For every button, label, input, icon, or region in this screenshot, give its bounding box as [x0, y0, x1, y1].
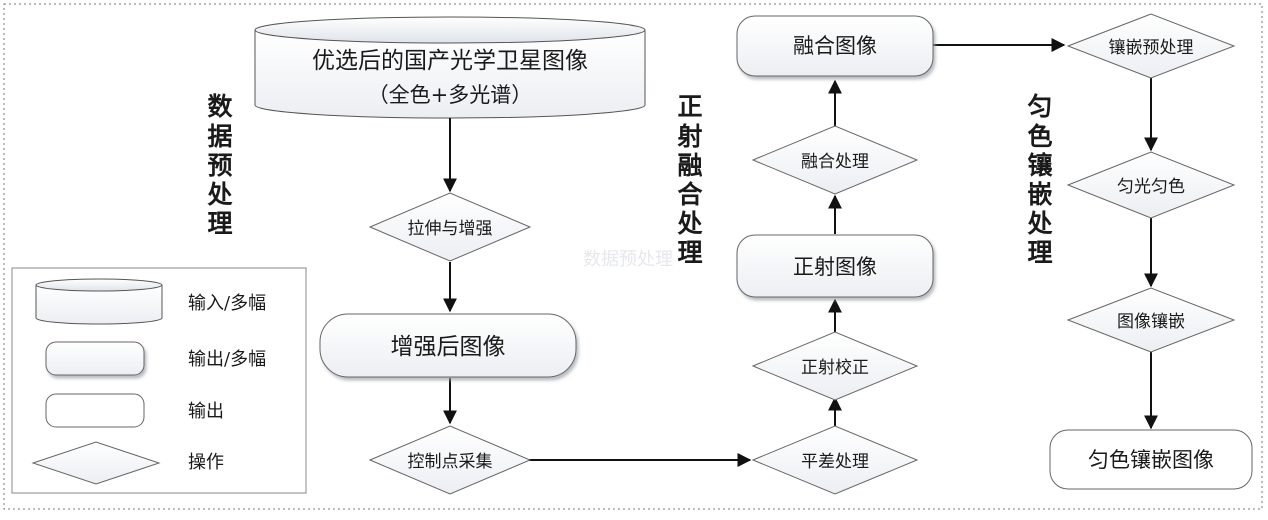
svg-text:数: 数 [207, 92, 233, 121]
source-line2: （全色+多光谱） [368, 83, 533, 107]
svg-text:处: 处 [206, 180, 232, 209]
connectors [443, 38, 1158, 467]
op-stretch-enhance: 拉伸与增强 [368, 192, 532, 262]
svg-text:嵌: 嵌 [1027, 180, 1052, 209]
svg-text:控制点采集: 控制点采集 [408, 452, 493, 472]
op-fusion-process: 融合处理 [751, 125, 919, 195]
op-dodging: 匀光匀色 [1066, 151, 1236, 219]
svg-text:处: 处 [676, 209, 702, 238]
svg-text:增强后图像: 增强后图像 [391, 334, 506, 360]
legend-output: 输出 [188, 401, 224, 422]
op-control-points: 控制点采集 [368, 425, 532, 495]
svg-text:镶嵌预处理: 镶嵌预处理 [1109, 37, 1194, 58]
svg-text:融合图像: 融合图像 [793, 34, 877, 58]
svg-text:色: 色 [1027, 122, 1052, 151]
svg-text:正: 正 [677, 92, 702, 121]
source-database: 优选后的国产光学卫星图像 （全色+多光谱） [254, 16, 646, 119]
svg-text:理: 理 [207, 209, 232, 238]
svg-text:图像镶嵌: 图像镶嵌 [1117, 311, 1185, 332]
svg-text:预: 预 [207, 151, 232, 180]
legend-output-multi: 输出/多幅 [188, 349, 266, 370]
source-line1: 优选后的国产光学卫星图像 [312, 48, 588, 74]
op-adjustment: 平差处理 [751, 425, 919, 495]
legend-shadow-rect-icon [45, 341, 145, 376]
legend-rect-icon [45, 393, 145, 428]
out-fused-image: 融合图像 [736, 15, 934, 77]
legend-operation: 操作 [188, 452, 224, 473]
svg-text:匀: 匀 [1027, 92, 1052, 121]
legend-input-multi: 输入/多幅 [188, 293, 266, 314]
outer-border [3, 3, 1263, 510]
svg-text:理: 理 [677, 238, 702, 267]
op-ortho-correction: 正射校正 [751, 331, 919, 401]
svg-text:拉伸与增强: 拉伸与增强 [408, 219, 493, 239]
op-mosaic-preprocess: 镶嵌预处理 [1066, 13, 1236, 79]
svg-text:射: 射 [676, 122, 702, 151]
svg-text:融: 融 [677, 151, 702, 180]
out-ortho-image: 正射图像 [736, 234, 934, 298]
svg-text:平差处理: 平差处理 [801, 452, 869, 472]
svg-text:合: 合 [677, 180, 703, 209]
svg-text:正射校正: 正射校正 [801, 358, 869, 378]
svg-text:理: 理 [1027, 238, 1052, 267]
svg-text:处: 处 [1026, 209, 1052, 238]
svg-text:匀光匀色: 匀光匀色 [1117, 177, 1185, 197]
stage-label-mosaic: 匀 色 镶 嵌 处 理 [1026, 92, 1053, 267]
out-enhanced-image: 增强后图像 [319, 313, 577, 378]
watermark: 数据预处理 [583, 249, 673, 270]
svg-text:融合处理: 融合处理 [801, 152, 869, 172]
legend-cylinder-icon [35, 278, 163, 325]
stage-label-preprocess: 数 据 预 处 理 [206, 92, 233, 238]
out-final-image: 匀色镶嵌图像 [1049, 429, 1253, 490]
svg-text:镶: 镶 [1027, 151, 1053, 180]
legend-diamond-icon [31, 441, 161, 485]
op-image-mosaic: 图像镶嵌 [1066, 287, 1236, 353]
svg-text:据: 据 [207, 122, 232, 151]
svg-text:正射图像: 正射图像 [793, 255, 877, 279]
svg-text:匀色镶嵌图像: 匀色镶嵌图像 [1088, 448, 1214, 472]
stage-label-ortho-fusion: 正 射 融 合 处 理 [676, 92, 703, 267]
legend: 输入/多幅 输出/多幅 输出 操作 [11, 267, 307, 494]
